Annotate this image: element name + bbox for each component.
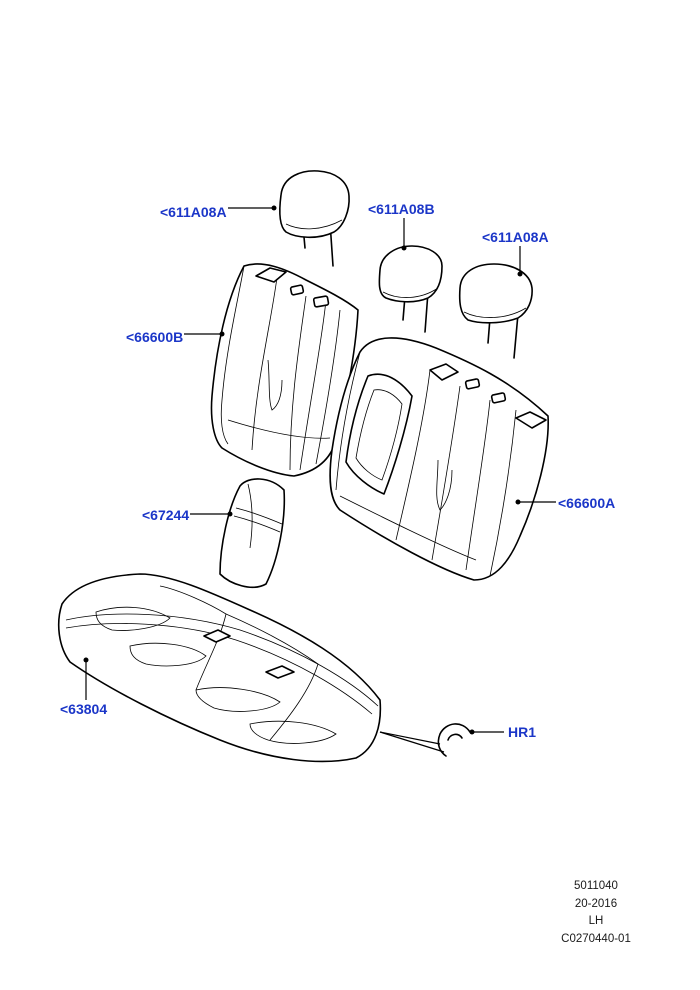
- cushion-icon[interactable]: [57, 573, 382, 763]
- headrest-middle-icon[interactable]: [378, 245, 443, 333]
- clip-icon[interactable]: [379, 723, 471, 757]
- callout-armrest[interactable]: <67244: [142, 507, 189, 523]
- armrest-icon[interactable]: [219, 478, 286, 589]
- callout-headrest-middle[interactable]: <611A08B: [368, 201, 435, 217]
- callout-headrest-right[interactable]: <611A08A: [482, 229, 549, 245]
- callout-cushion[interactable]: <63804: [60, 701, 107, 717]
- headrest-left-icon[interactable]: [279, 170, 350, 267]
- callout-clip[interactable]: HR1: [508, 724, 536, 740]
- leaders: [83, 205, 556, 735]
- callout-backrest-right[interactable]: <66600A: [558, 495, 615, 511]
- backrest-right-icon[interactable]: [329, 337, 549, 581]
- backrest-left-icon[interactable]: [210, 263, 359, 477]
- callout-headrest-left[interactable]: <611A08A: [160, 204, 227, 220]
- headrest-right-icon[interactable]: [458, 263, 533, 359]
- callout-backrest-left[interactable]: <66600B: [126, 329, 183, 345]
